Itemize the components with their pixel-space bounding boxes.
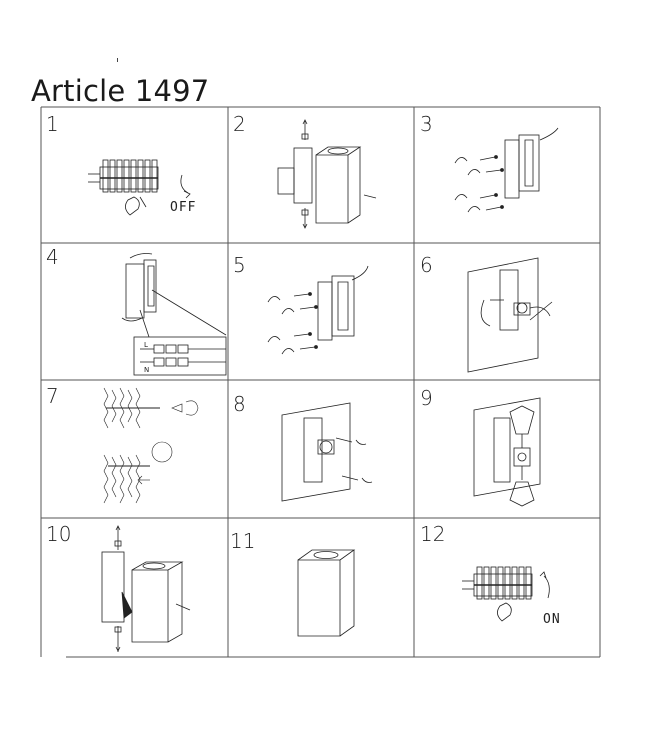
step-9-bulb-illustration (473, 397, 541, 507)
step-11-finished-fixture (297, 549, 356, 637)
step-number-7: 7 (46, 384, 59, 408)
step-1-off-label: OFF (170, 200, 196, 215)
step-6-socket-illustration (467, 257, 553, 373)
step-4-wiring-illustration (121, 253, 227, 376)
step-5-mounting-illustration (267, 265, 369, 355)
step-12-on-label: ON (543, 612, 561, 627)
step-number-3: 3 (420, 112, 433, 136)
step-3-mounting-illustration (454, 127, 559, 213)
step-1-breaker-illustration (88, 159, 191, 216)
step-4-live-wire-label: L (144, 341, 148, 349)
document-title: Article 1497 (31, 74, 210, 108)
step-number-8: 8 (233, 392, 246, 416)
step-4-neutral-wire-label: N (144, 366, 149, 374)
step-7-drilling-illustration (103, 387, 199, 504)
step-number-11: 11 (230, 529, 256, 553)
step-number-12: 12 (420, 522, 446, 546)
step-number-10: 10 (46, 522, 72, 546)
step-number-5: 5 (233, 253, 246, 277)
page-mark (117, 58, 118, 62)
step-number-9: 9 (420, 386, 433, 410)
step-number-1: 1 (46, 112, 59, 136)
step-10-assembly-illustration (101, 525, 191, 652)
step-12-breaker-illustration (462, 566, 550, 622)
step-number-2: 2 (233, 112, 246, 136)
step-8-assembly-illustration (281, 402, 373, 502)
step-number-4: 4 (46, 245, 59, 269)
step-2-fixture-illustration (277, 119, 377, 229)
step-number-6: 6 (420, 253, 433, 277)
